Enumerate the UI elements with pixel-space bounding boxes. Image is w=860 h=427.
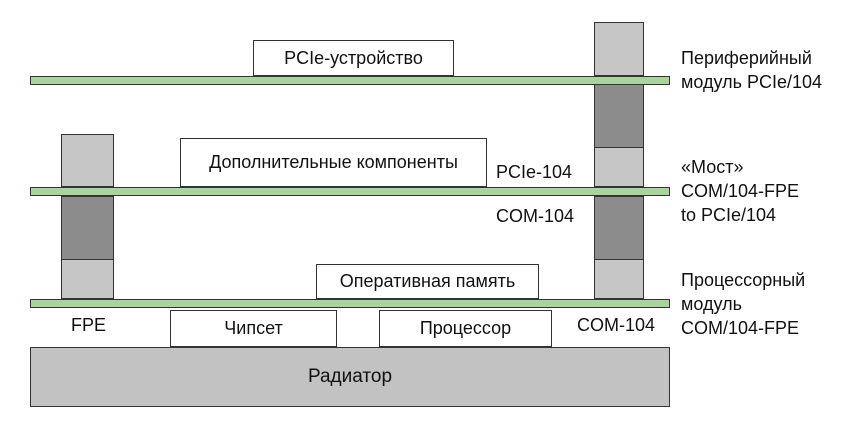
bridge-label-line3: to PCIe/104 [681,205,777,225]
right-connector-lower-light [594,259,644,299]
processor-board [30,299,670,308]
fpe-label: FPE [71,315,107,335]
additional-components-label: Дополнительные компоненты [209,152,458,172]
memory-label: Оперативная память [339,271,516,291]
processor-chip-box: Процессор [379,310,552,347]
chipset-label: Чипсет [224,318,283,338]
left-connector-bottom [61,259,114,299]
additional-components-box: Дополнительные компоненты [180,138,487,187]
bridge-board [30,187,670,196]
left-connector-top [61,134,114,187]
com104-mid-label: COM-104 [496,206,575,226]
peripheral-module-label: Периферийный модуль PCIe/104 [681,46,822,94]
peripheral-board [30,76,670,85]
right-connector-upper-light [594,147,644,187]
processor-chip-label: Процессор [419,318,512,338]
heatsink: Радиатор [30,347,670,407]
processor-label-line2: модуль [681,294,742,314]
right-connector-top [594,22,644,76]
bridge-module-label: «Мост» COM/104-FPE to PCIe/104 [681,155,799,227]
bridge-label-line1: «Мост» [681,157,744,177]
processor-label-line3: COM/104-FPE [681,318,800,338]
left-connector-dark [61,196,114,260]
peripheral-label-line2: модуль PCIe/104 [681,72,823,92]
com104-bottom-label: COM-104 [577,315,656,335]
processor-module-label: Процессорный модуль COM/104-FPE [681,268,805,340]
pcie-device-box: PCIe-устройство [253,40,454,76]
heatsink-label: Радиатор [307,366,393,387]
peripheral-label-line1: Периферийный [681,48,812,68]
right-connector-upper-dark [594,84,644,148]
chipset-box: Чипсет [170,310,337,347]
memory-box: Оперативная память [316,264,539,299]
processor-label-line1: Процессорный [681,270,806,290]
right-connector-lower-dark [594,196,644,260]
bridge-label-line2: COM/104-FPE [681,181,800,201]
pcie104-label: PCIe-104 [496,162,573,182]
pcie-device-label: PCIe-устройство [284,47,423,68]
